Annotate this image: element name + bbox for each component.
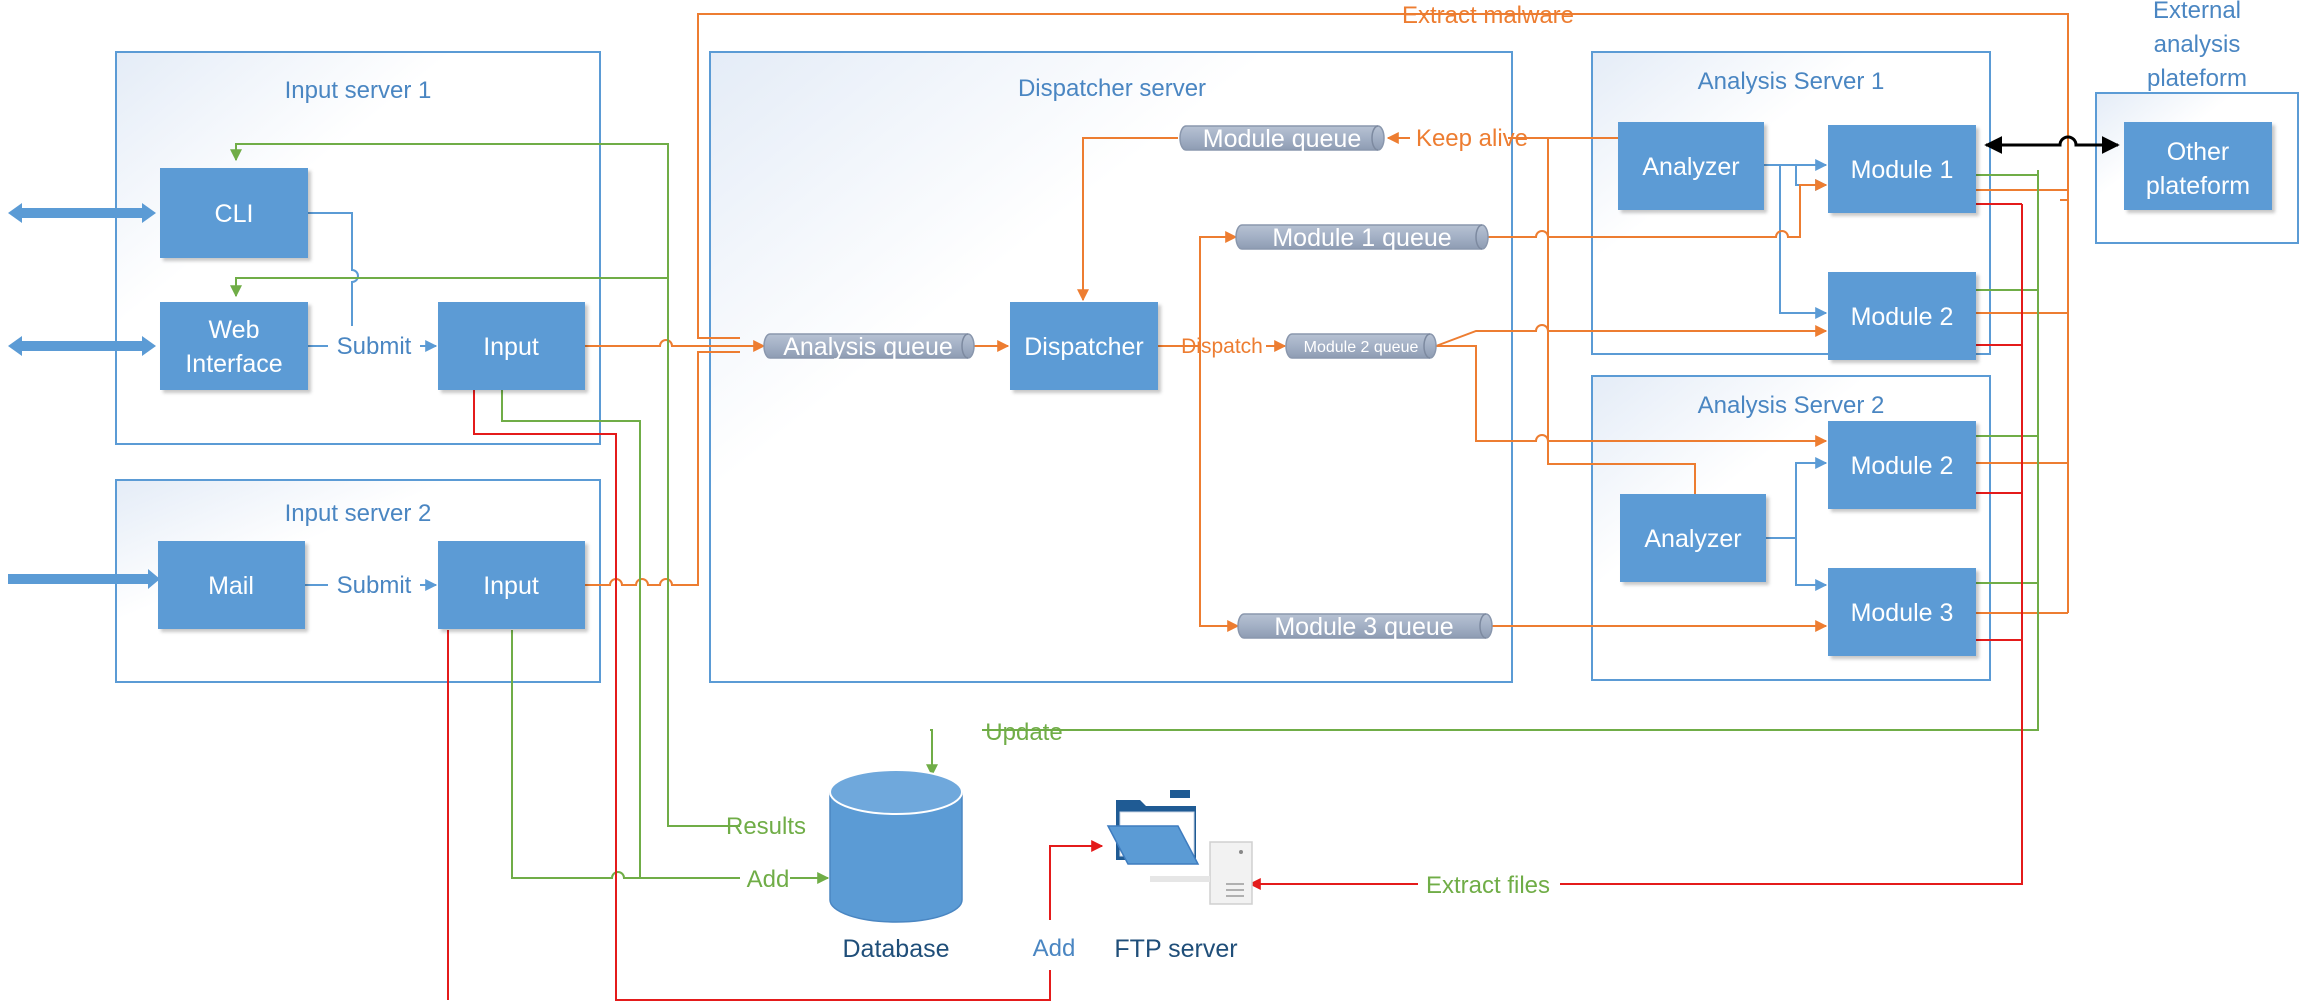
results-to-web [230, 277, 668, 298]
as2-module2-node[interactable]: Module 2 [1828, 421, 1976, 509]
extract-files-line [1560, 204, 2023, 885]
module1-queue[interactable]: Module 1 queue [1235, 224, 1489, 252]
add-ftp-arrow [1049, 840, 1104, 920]
group-title-analysis-server-2: Analysis Server 2 [1698, 392, 1885, 419]
group-title-external-line2: analysis [2154, 31, 2241, 58]
input2-label: Input [483, 572, 539, 600]
web-label-line1: Web [209, 316, 260, 344]
as2-module2-label: Module 2 [1851, 452, 1954, 480]
as1-module2-node[interactable]: Module 2 [1828, 272, 1976, 360]
input2-add-db [511, 630, 740, 879]
input1-to-analysis-queue [585, 339, 766, 352]
analysis-queue-label: Analysis queue [783, 333, 953, 361]
analysis-queue[interactable]: Analysis queue [763, 333, 975, 361]
ftp-label: FTP server [1114, 935, 1237, 963]
extract-malware-line [697, 13, 2069, 339]
queues: Analysis queue Module queue Module 1 que… [763, 125, 1493, 641]
add-ftp-label: Add [1033, 935, 1076, 962]
dispatcher-label: Dispatcher [1024, 333, 1144, 361]
analyzer1-label: Analyzer [1642, 153, 1739, 181]
module1-other-platform-link [1984, 135, 2120, 154]
group-title-dispatcher-server: Dispatcher server [1018, 75, 1206, 102]
analyzer2-label: Analyzer [1644, 525, 1741, 553]
group-title-input-server-2: Input server 2 [285, 500, 432, 527]
cli-node[interactable]: CLI [160, 168, 308, 258]
group-title-external-line1: External [2153, 0, 2241, 24]
module3-queue-label: Module 3 queue [1274, 613, 1453, 641]
as1-module1-node[interactable]: Module 1 [1828, 125, 1976, 213]
module-queue[interactable]: Module queue [1179, 125, 1385, 153]
input1-add-ftp [473, 390, 1051, 1001]
results-to-cli [230, 143, 740, 827]
mail-label: Mail [208, 572, 254, 600]
extract-malware-label: Extract malware [1402, 2, 1574, 29]
modules-to-extract [1976, 203, 2022, 641]
user-arrows [8, 203, 160, 589]
keep-alive-label: Keep alive [1416, 125, 1528, 152]
input2-node[interactable]: Input [438, 541, 585, 629]
dispatch-to-module3-queue [1199, 346, 1240, 632]
green-connectors [230, 143, 2039, 884]
as2-module3-label: Module 3 [1851, 599, 1954, 627]
web-interface-node[interactable]: Web Interface [160, 302, 308, 390]
module2-queue-to-as1-m2 [1435, 324, 1828, 347]
group-title-external-line3: plateform [2147, 65, 2247, 92]
submit-label-2: Submit [337, 572, 412, 599]
dispatcher-node[interactable]: Dispatcher [1010, 302, 1158, 390]
module2-queue-to-as2-m2 [1436, 345, 1828, 447]
other-label-line2: plateform [2146, 172, 2250, 200]
module1-queue-to-m1 [1488, 179, 1828, 238]
cli-label: CLI [215, 200, 254, 228]
submit-label-1: Submit [337, 333, 412, 360]
keep-alive-from-analyzer2 [1547, 138, 1696, 494]
add-db-label: Add [747, 866, 790, 893]
extract-files-label: Extract files [1426, 872, 1550, 899]
other-platform-node[interactable]: Other plateform [2124, 122, 2272, 210]
module-queue-to-dispatcher [1077, 137, 1178, 302]
group-title-analysis-server-1: Analysis Server 1 [1698, 68, 1885, 95]
mail-user-arrow [8, 569, 160, 589]
server-tower-icon [1150, 841, 1253, 905]
dispatch-label: Dispatch [1181, 335, 1263, 358]
folder-icon [1106, 790, 1200, 865]
dispatch-to-module1-queue [1199, 231, 1238, 346]
modules-to-update [1976, 174, 2038, 584]
input1-node[interactable]: Input [438, 302, 585, 390]
analyzer2-node[interactable]: Analyzer [1620, 494, 1766, 582]
mail-node[interactable]: Mail [158, 541, 305, 629]
module2-queue[interactable]: Module 2 queue [1285, 333, 1437, 359]
ftp-server-node[interactable]: FTP server [1106, 790, 1253, 963]
red-connectors [447, 203, 2023, 1001]
web-label-line2: Interface [185, 350, 282, 378]
database-label: Database [842, 935, 949, 963]
database-node[interactable]: Database [829, 769, 963, 963]
update-line [982, 170, 2039, 731]
cli-submit-line [308, 212, 359, 326]
other-label-line1: Other [2167, 138, 2230, 166]
as1-module1-label: Module 1 [1851, 156, 1954, 184]
web-user-arrow [8, 336, 156, 356]
input1-label: Input [483, 333, 539, 361]
blue-connectors [305, 159, 1828, 591]
module1-queue-label: Module 1 queue [1272, 224, 1451, 252]
update-arrow [926, 729, 938, 777]
update-label: Update [985, 719, 1062, 746]
nodes: CLI Web Interface Input Mail Input Dispa… [158, 122, 2272, 656]
module-queue-label: Module queue [1203, 125, 1361, 153]
as2-module3-node[interactable]: Module 3 [1828, 568, 1976, 656]
as1-module2-label: Module 2 [1851, 303, 1954, 331]
results-label: Results [726, 813, 806, 840]
analyzer1-node[interactable]: Analyzer [1618, 122, 1764, 210]
input1-add-db [501, 390, 641, 878]
edge-labels: Submit Submit Dispatch Keep alive Extrac… [337, 2, 1574, 962]
analyzer2-m3-line [1764, 537, 1828, 591]
module3-queue[interactable]: Module 3 queue [1237, 613, 1493, 641]
cli-user-arrow [8, 203, 156, 223]
group-title-input-server-1: Input server 1 [285, 77, 432, 104]
module2-queue-label: Module 2 queue [1304, 339, 1419, 356]
